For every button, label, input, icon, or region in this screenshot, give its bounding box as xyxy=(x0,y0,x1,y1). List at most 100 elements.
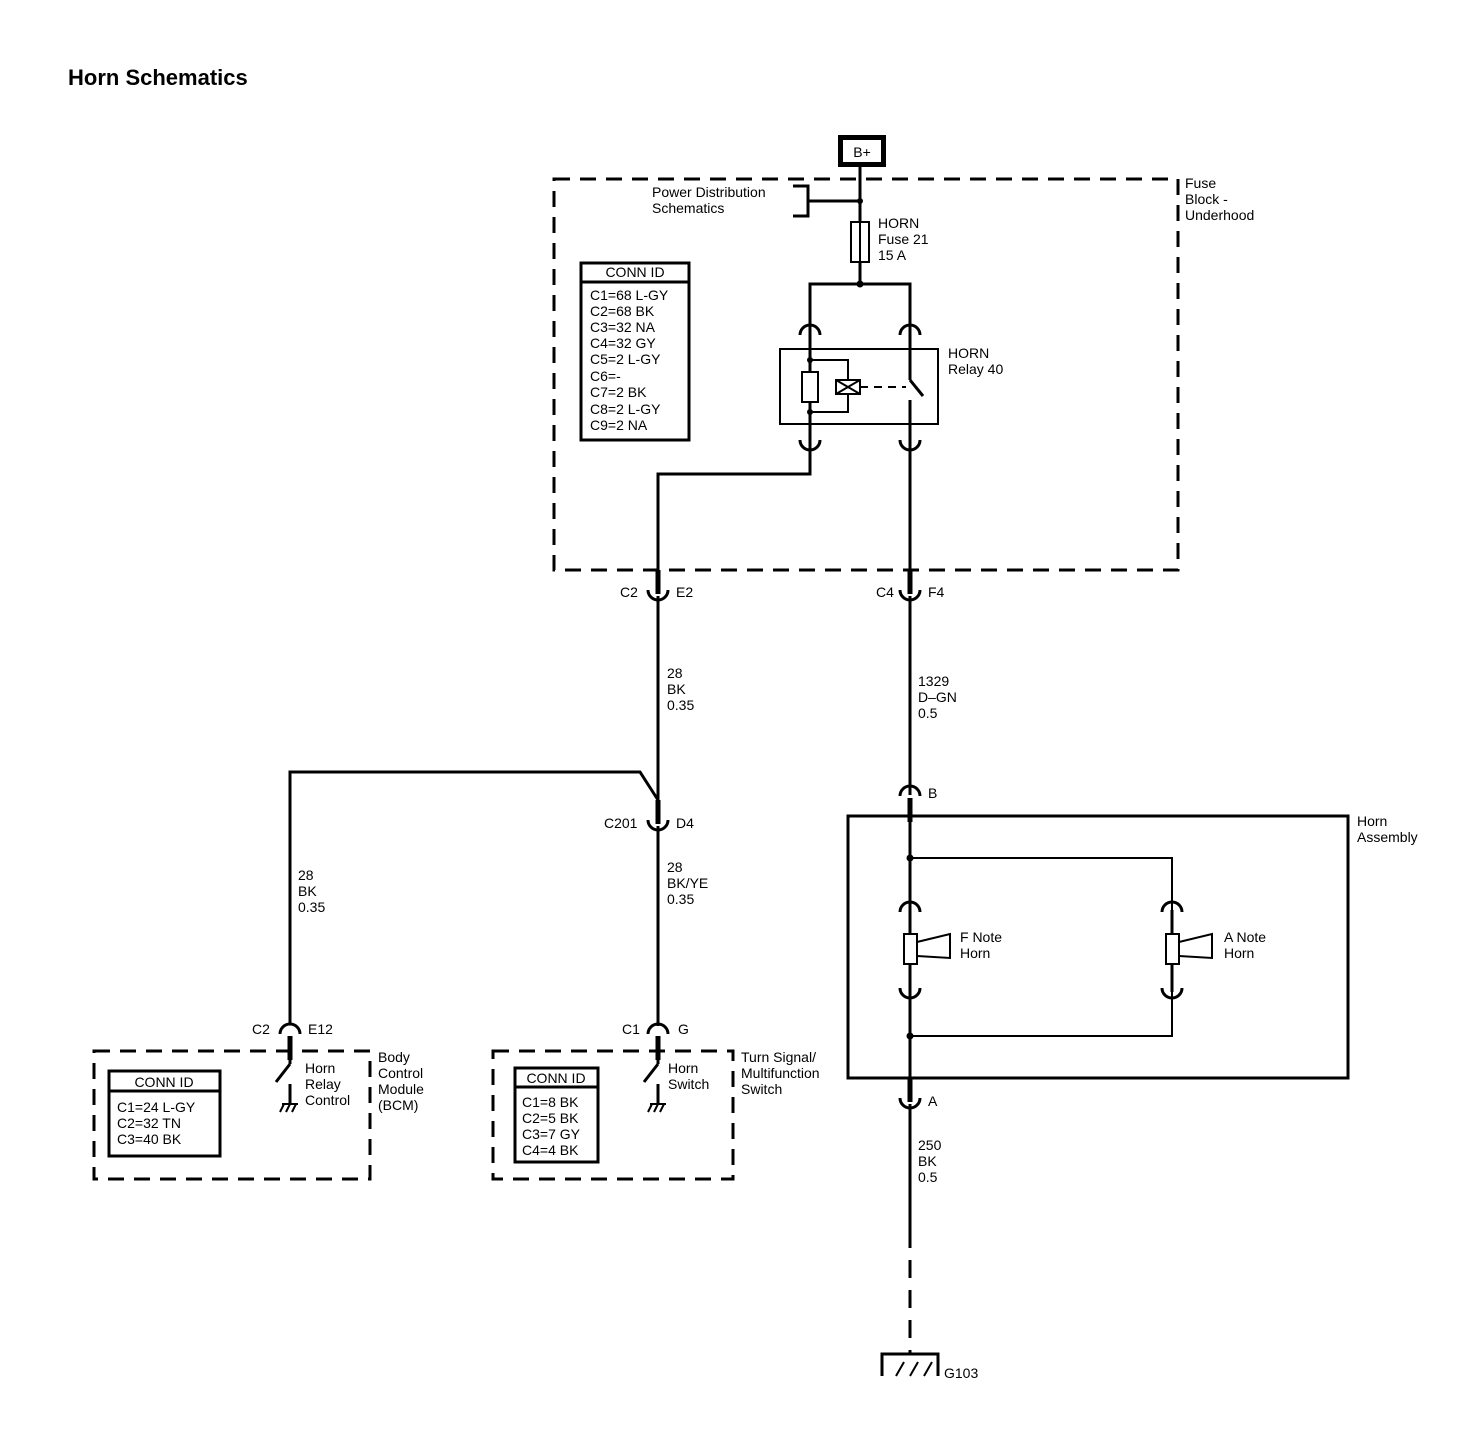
svg-text:HORN: HORN xyxy=(878,215,919,231)
svg-text:C2=68 BK: C2=68 BK xyxy=(590,303,655,319)
svg-text:Fuse: Fuse xyxy=(1185,175,1216,191)
svg-text:Horn: Horn xyxy=(305,1060,335,1076)
fuse-block-conn-id-table: CONN ID C1=68 L-GY C2=68 BK C3=32 NA C4=… xyxy=(579,261,691,442)
svg-text:Assembly: Assembly xyxy=(1357,829,1418,845)
svg-text:Switch: Switch xyxy=(741,1081,782,1097)
connector-a: A xyxy=(898,1078,938,1110)
svg-text:Block -: Block - xyxy=(1185,191,1228,207)
horn-switch: Horn Switch xyxy=(642,1060,709,1113)
svg-text:G: G xyxy=(678,1021,689,1037)
svg-text:B: B xyxy=(928,785,937,801)
svg-text:0.35: 0.35 xyxy=(298,899,325,915)
bcm-label: Body Control Module (BCM) xyxy=(378,1049,424,1113)
svg-text:D4: D4 xyxy=(676,815,694,831)
svg-text:CONN ID: CONN ID xyxy=(526,1070,585,1086)
ground-g103: G103 xyxy=(880,1352,978,1381)
svg-text:C1=68 L-GY: C1=68 L-GY xyxy=(590,287,669,303)
svg-text:C7=2 BK: C7=2 BK xyxy=(590,384,647,400)
svg-text:Multifunction: Multifunction xyxy=(741,1065,820,1081)
svg-text:Body: Body xyxy=(378,1049,410,1065)
connector-c201-d4: C201 D4 xyxy=(604,800,694,1026)
svg-text:BK: BK xyxy=(918,1153,937,1169)
svg-text:F4: F4 xyxy=(928,584,945,600)
svg-text:CONN ID: CONN ID xyxy=(605,264,664,280)
svg-text:0.35: 0.35 xyxy=(667,697,694,713)
svg-text:C2=32 TN: C2=32 TN xyxy=(117,1115,181,1131)
svg-text:0.5: 0.5 xyxy=(918,1169,938,1185)
svg-text:C3=40 BK: C3=40 BK xyxy=(117,1131,182,1147)
svg-text:Horn: Horn xyxy=(960,945,990,961)
svg-text:F Note: F Note xyxy=(960,929,1002,945)
connector-c2-e12: C2 E12 xyxy=(252,1021,333,1060)
page-title: Horn Schematics xyxy=(68,65,248,90)
svg-text:C3=7 GY: C3=7 GY xyxy=(522,1126,581,1142)
svg-text:C1=8 BK: C1=8 BK xyxy=(522,1094,579,1110)
svg-text:0.5: 0.5 xyxy=(918,705,938,721)
svg-text:C4=4 BK: C4=4 BK xyxy=(522,1142,579,1158)
svg-text:C1=24 L-GY: C1=24 L-GY xyxy=(117,1099,196,1115)
svg-text:C3=32 NA: C3=32 NA xyxy=(590,319,656,335)
svg-text:Control: Control xyxy=(305,1092,350,1108)
bcm-conn-id-table: CONN ID C1=24 L-GY C2=32 TN C3=40 BK xyxy=(107,1069,222,1158)
svg-text:G103: G103 xyxy=(944,1365,978,1381)
svg-text:E12: E12 xyxy=(308,1021,333,1037)
horn-relay: HORN Relay 40 xyxy=(779,322,1003,450)
wire-label-bcm: 28 BK 0.35 xyxy=(298,867,325,915)
a-note-horn: A Note Horn xyxy=(1160,900,1266,1000)
svg-text:A Note: A Note xyxy=(1224,929,1266,945)
svg-text:28: 28 xyxy=(667,665,683,681)
wire-label-ground: 250 BK 0.5 xyxy=(918,1137,942,1185)
svg-text:Schematics: Schematics xyxy=(652,200,724,216)
bcm-horn-relay-control-switch: Horn Relay Control xyxy=(274,1060,350,1113)
svg-text:Module: Module xyxy=(378,1081,424,1097)
svg-text:E2: E2 xyxy=(676,584,693,600)
connector-c2-e2: C2 E2 xyxy=(620,570,693,800)
svg-text:Relay 40: Relay 40 xyxy=(948,361,1003,377)
svg-text:C2=5 BK: C2=5 BK xyxy=(522,1110,579,1126)
svg-text:Relay: Relay xyxy=(305,1076,341,1092)
wire-label-horn-feed: 1329 D–GN 0.5 xyxy=(918,673,957,721)
power-distribution-ref: Power Distribution Schematics xyxy=(652,184,863,218)
svg-text:1329: 1329 xyxy=(918,673,949,689)
fuse-block-label: Fuse Block - Underhood xyxy=(1185,175,1254,223)
svg-text:C4: C4 xyxy=(876,584,894,600)
svg-text:Control: Control xyxy=(378,1065,423,1081)
battery-label: B+ xyxy=(853,144,871,160)
svg-text:CONN ID: CONN ID xyxy=(134,1074,193,1090)
svg-text:250: 250 xyxy=(918,1137,942,1153)
svg-text:28: 28 xyxy=(667,859,683,875)
bcm-outline xyxy=(92,1049,372,1181)
horn-assembly-label: Horn Assembly xyxy=(1357,813,1418,845)
svg-text:Switch: Switch xyxy=(668,1076,709,1092)
wire-label-relay-ctrl: 28 BK 0.35 xyxy=(667,665,694,713)
svg-text:Horn: Horn xyxy=(1224,945,1254,961)
turn-switch-conn-id-table: CONN ID C1=8 BK C2=5 BK C3=7 GY C4=4 BK xyxy=(513,1066,600,1164)
svg-text:C5=2 L-GY: C5=2 L-GY xyxy=(590,351,661,367)
svg-text:C6=-: C6=- xyxy=(590,368,621,384)
svg-text:BK: BK xyxy=(298,883,317,899)
svg-text:Turn Signal/: Turn Signal/ xyxy=(741,1049,816,1065)
connector-c4-f4: C4 F4 xyxy=(876,570,945,795)
battery-terminal: B+ xyxy=(838,135,886,167)
svg-text:C9=2 NA: C9=2 NA xyxy=(590,417,648,433)
svg-text:Fuse 21: Fuse 21 xyxy=(878,231,929,247)
svg-text:C201: C201 xyxy=(604,815,638,831)
svg-text:(BCM): (BCM) xyxy=(378,1097,418,1113)
svg-text:Underhood: Underhood xyxy=(1185,207,1254,223)
svg-text:D–GN: D–GN xyxy=(918,689,957,705)
svg-text:C1: C1 xyxy=(622,1021,640,1037)
svg-text:Horn: Horn xyxy=(668,1060,698,1076)
svg-text:Power Distribution: Power Distribution xyxy=(652,184,766,200)
svg-text:BK/YE: BK/YE xyxy=(667,875,708,891)
svg-text:0.35: 0.35 xyxy=(667,891,694,907)
connector-b: B xyxy=(898,784,937,822)
turn-switch-outline xyxy=(491,1049,735,1181)
svg-text:28: 28 xyxy=(298,867,314,883)
svg-text:C4=32 GY: C4=32 GY xyxy=(590,335,656,351)
wire-label-switch: 28 BK/YE 0.35 xyxy=(667,859,708,907)
svg-text:C2: C2 xyxy=(620,584,638,600)
connector-c1-g: C1 G xyxy=(622,1021,689,1060)
fuse-block-outline xyxy=(552,177,1180,572)
svg-text:C8=2 L-GY: C8=2 L-GY xyxy=(590,401,661,417)
svg-text:A: A xyxy=(928,1093,938,1109)
